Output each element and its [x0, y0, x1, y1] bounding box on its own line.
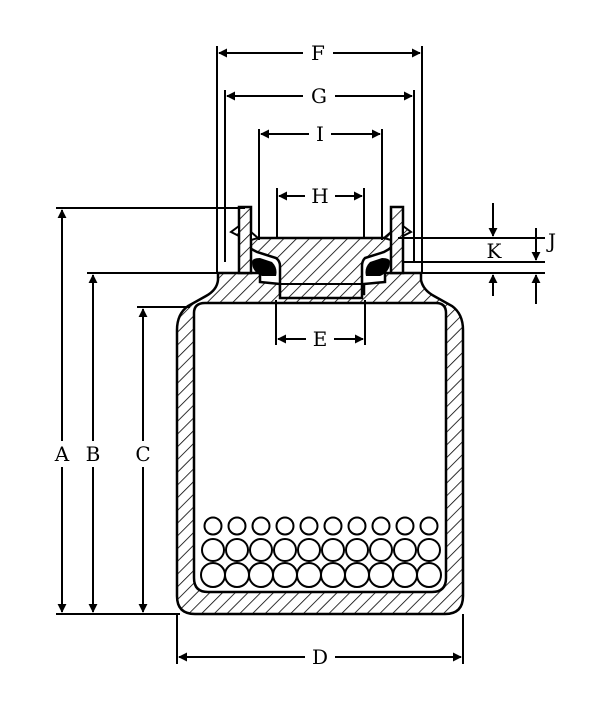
left-clip-post	[237, 205, 253, 275]
label-H: H	[311, 184, 328, 208]
bead	[296, 562, 322, 588]
bead	[297, 538, 321, 562]
label-D: D	[312, 645, 328, 669]
label-F: F	[311, 41, 325, 65]
right-clip-hook	[402, 224, 413, 238]
bead	[345, 538, 369, 562]
bead	[416, 562, 442, 588]
bead	[371, 516, 391, 536]
bead	[393, 538, 417, 562]
label-A: A	[54, 442, 70, 466]
right-clip-post	[389, 205, 405, 275]
bead	[275, 516, 295, 536]
label-K: K	[487, 239, 503, 263]
bead	[273, 538, 297, 562]
bead	[323, 516, 343, 536]
bead	[203, 516, 223, 536]
label-G: G	[311, 84, 327, 108]
bead	[251, 516, 271, 536]
label-I: I	[316, 122, 324, 146]
bead	[417, 538, 441, 562]
label-C: C	[135, 442, 150, 466]
right-clip-hook-2	[381, 229, 392, 242]
beads-group	[200, 516, 442, 588]
bead	[224, 562, 250, 588]
bead	[227, 516, 247, 536]
bead	[201, 538, 225, 562]
left-clip-hook	[229, 224, 240, 238]
bead	[249, 538, 273, 562]
bead	[200, 562, 226, 588]
bead	[347, 516, 367, 536]
bead	[321, 538, 345, 562]
left-clip-hook-2	[250, 229, 261, 242]
label-B: B	[86, 442, 101, 466]
bead	[225, 538, 249, 562]
label-E: E	[313, 327, 328, 351]
dimension-labels: F G I H E D A B C K J	[54, 41, 556, 669]
left-gasket	[252, 258, 277, 276]
bead	[369, 538, 393, 562]
bead	[272, 562, 298, 588]
label-J: J	[546, 229, 556, 253]
bead	[395, 516, 415, 536]
bead	[248, 562, 274, 588]
right-gasket	[365, 258, 390, 276]
bead	[392, 562, 418, 588]
jar-body-wall	[175, 271, 465, 616]
bead	[344, 562, 370, 588]
bead	[320, 562, 346, 588]
label-backgrounds	[50, 40, 504, 670]
bead	[299, 516, 319, 536]
bead	[368, 562, 394, 588]
bead	[419, 516, 439, 536]
